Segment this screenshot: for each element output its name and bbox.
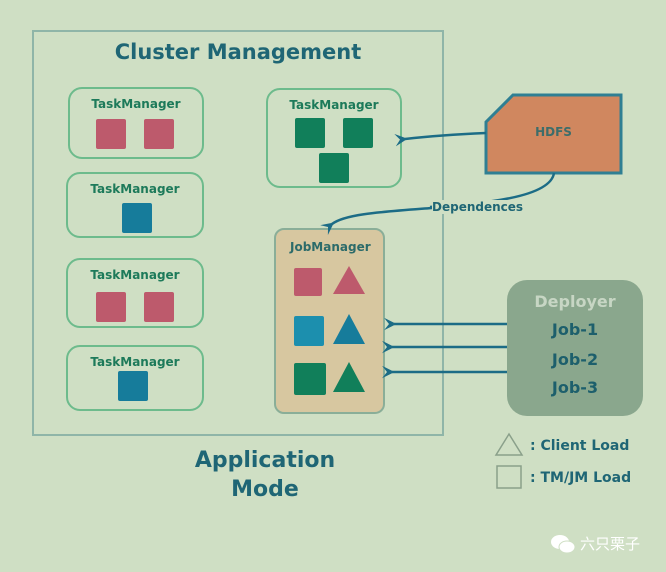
legend-tmjm-load: : TM/JM Load [530, 470, 632, 486]
legend-client-load: : Client Load [530, 438, 630, 454]
dependences-label: Dependences [432, 200, 524, 214]
task-manager-label: TaskManager [90, 355, 180, 369]
slot-red [144, 292, 174, 322]
client-load-triangles [333, 266, 365, 392]
cluster-title: Cluster Management [114, 40, 362, 64]
slot-red [96, 292, 126, 322]
task-manager-label: TaskManager [90, 268, 180, 282]
task-manager[interactable]: TaskManager [66, 172, 204, 238]
watermark-text: 六只栗子 [580, 535, 641, 553]
legend-triangle-icon [494, 432, 524, 456]
job-manager[interactable]: JobManager [274, 228, 385, 414]
slot-green [294, 363, 326, 395]
slot-red [294, 268, 322, 296]
job-item[interactable]: Job-3 [551, 378, 599, 397]
task-manager-label: TaskManager [90, 182, 180, 196]
deployer-title: Deployer [534, 292, 616, 311]
slot-green [343, 118, 373, 148]
slot-blue [118, 371, 148, 401]
slot-blue [122, 203, 152, 233]
slot-cyan [294, 316, 324, 346]
slot-green [295, 118, 325, 148]
slot-green [319, 153, 349, 183]
task-manager[interactable]: TaskManager [66, 345, 204, 411]
hdfs-to-taskmanager-arrow [394, 131, 487, 147]
task-manager[interactable]: TaskManager [66, 258, 204, 328]
hdfs-label: HDFS [535, 125, 572, 139]
slot-red [96, 119, 126, 149]
dependences-arrow [320, 206, 433, 236]
task-manager-label: TaskManager [289, 98, 379, 112]
cluster-management-box [32, 30, 444, 436]
mode-title: Application Mode [160, 446, 370, 504]
mode-title-line1: Application [194, 448, 336, 473]
mode-title-line2: Mode [231, 477, 299, 502]
job-manager-label: JobManager [290, 240, 371, 254]
triangle-blue [333, 314, 365, 344]
triangle-green [333, 362, 365, 392]
task-manager-label: TaskManager [91, 97, 181, 111]
wechat-icon [550, 533, 576, 554]
legend-square-icon [496, 465, 522, 489]
deployer-box[interactable]: Deployer Job-1 Job-2 Job-3 [507, 280, 643, 416]
task-manager[interactable]: TaskManager [68, 87, 204, 159]
slot-red [144, 119, 174, 149]
job-item[interactable]: Job-1 [551, 320, 599, 339]
job-item[interactable]: Job-2 [551, 350, 599, 369]
triangle-red [333, 266, 365, 294]
